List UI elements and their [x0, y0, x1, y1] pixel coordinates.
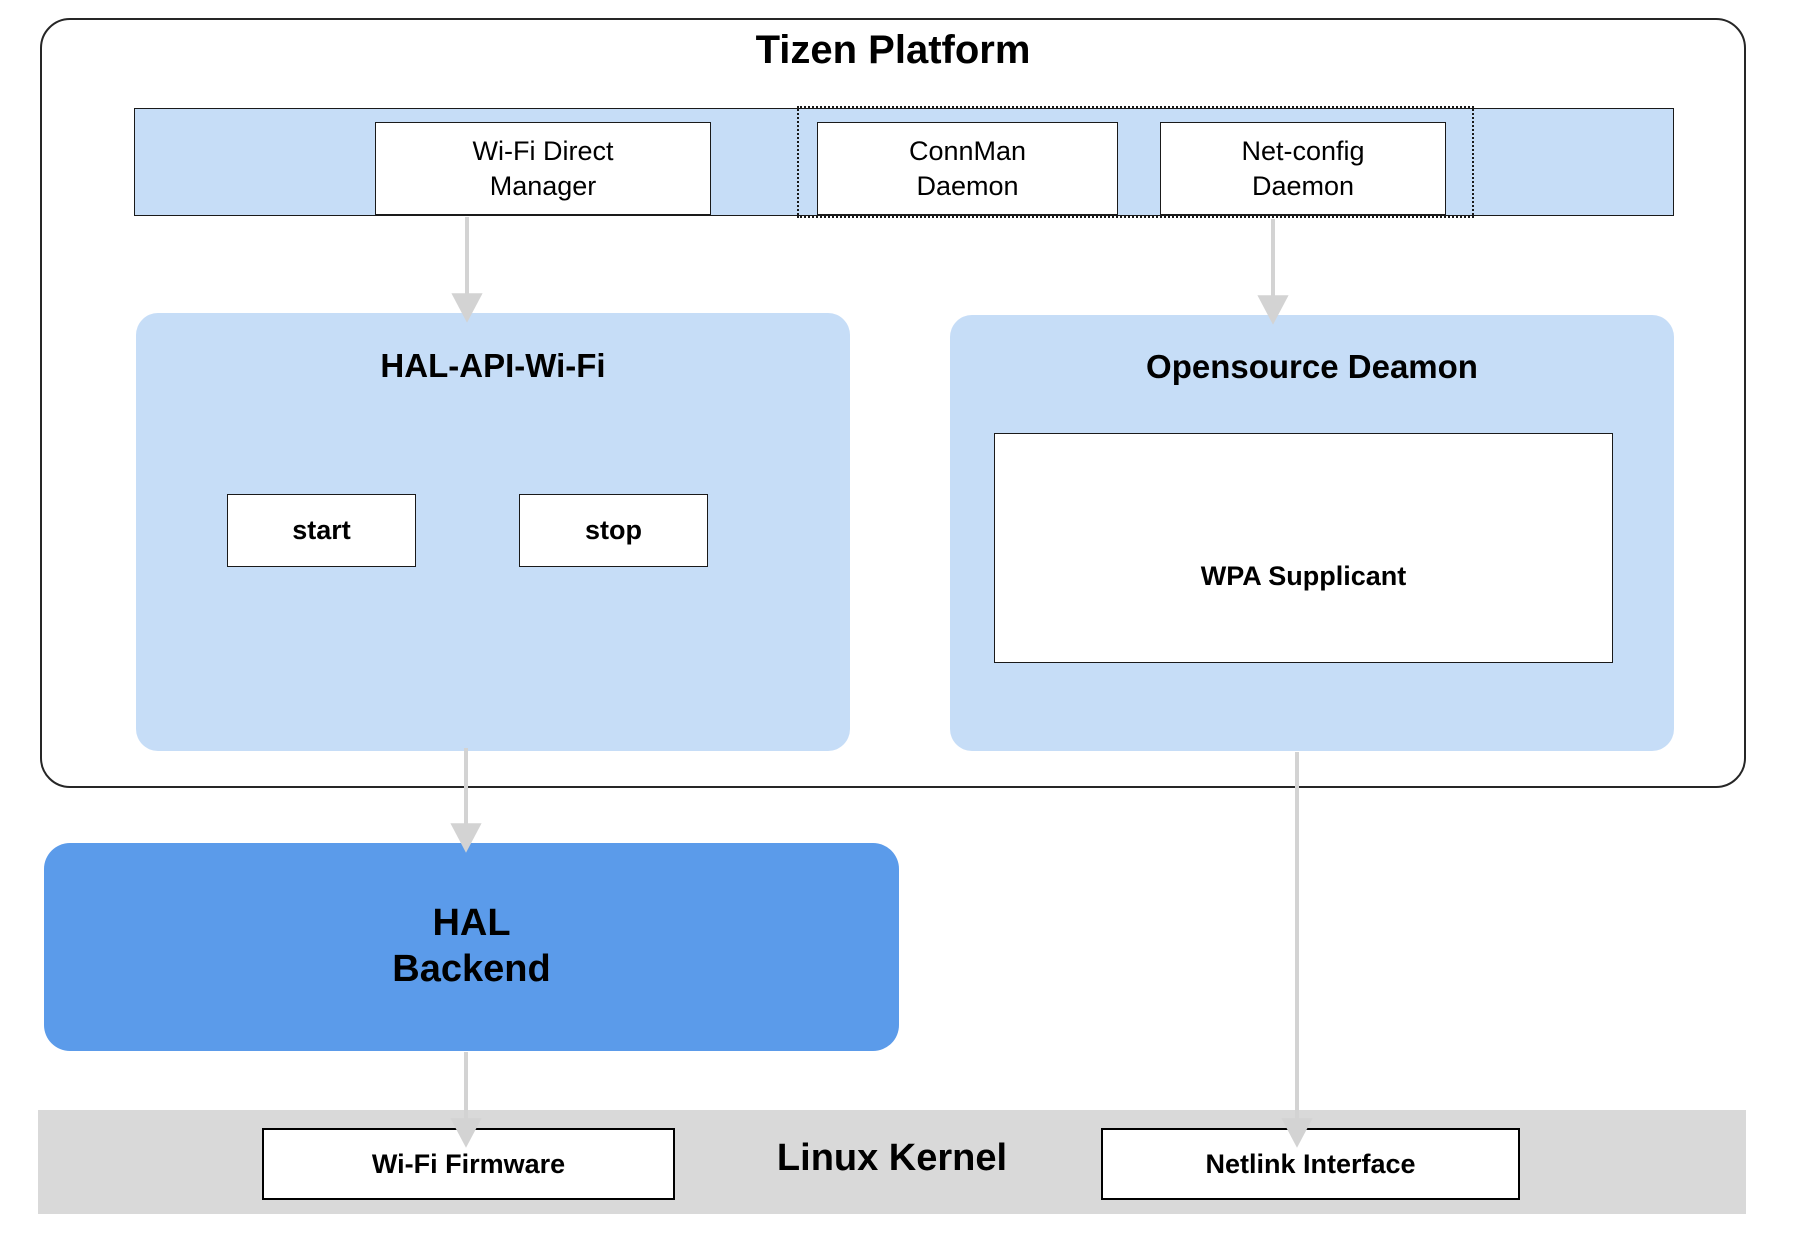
hal-backend-block[interactable]: HAL Backend: [44, 843, 899, 1051]
kernel-box-netlink-interface[interactable]: Netlink Interface: [1101, 1128, 1520, 1200]
service-box-wifi-direct-manager[interactable]: Wi-Fi Direct Manager: [375, 122, 711, 215]
service-box-connman-daemon[interactable]: ConnMan Daemon: [817, 122, 1118, 215]
panel-hal-api-wifi: HAL-API-Wi-Fi: [136, 313, 850, 751]
panel-title-hal-api-wifi: HAL-API-Wi-Fi: [380, 347, 606, 384]
wpa-supplicant-label: WPA Supplicant: [1200, 561, 1407, 591]
linux-kernel-title: Linux Kernel: [776, 1137, 1008, 1179]
tizen-platform-container: [40, 18, 1746, 788]
panel-title-opensource-deamon: Opensource Deamon: [1146, 348, 1478, 385]
connectivity-daemons-group: [797, 106, 1474, 218]
kernel-box-wifi-firmware[interactable]: Wi-Fi Firmware: [262, 1128, 675, 1200]
service-box-net-config-daemon[interactable]: Net-config Daemon: [1160, 122, 1446, 215]
api-box-stop[interactable]: stop: [519, 494, 708, 567]
wpa-supplicant-box[interactable]: WPA Supplicant: [994, 433, 1613, 663]
api-box-start[interactable]: start: [227, 494, 416, 567]
platform-title: Tizen Platform: [755, 28, 1031, 72]
